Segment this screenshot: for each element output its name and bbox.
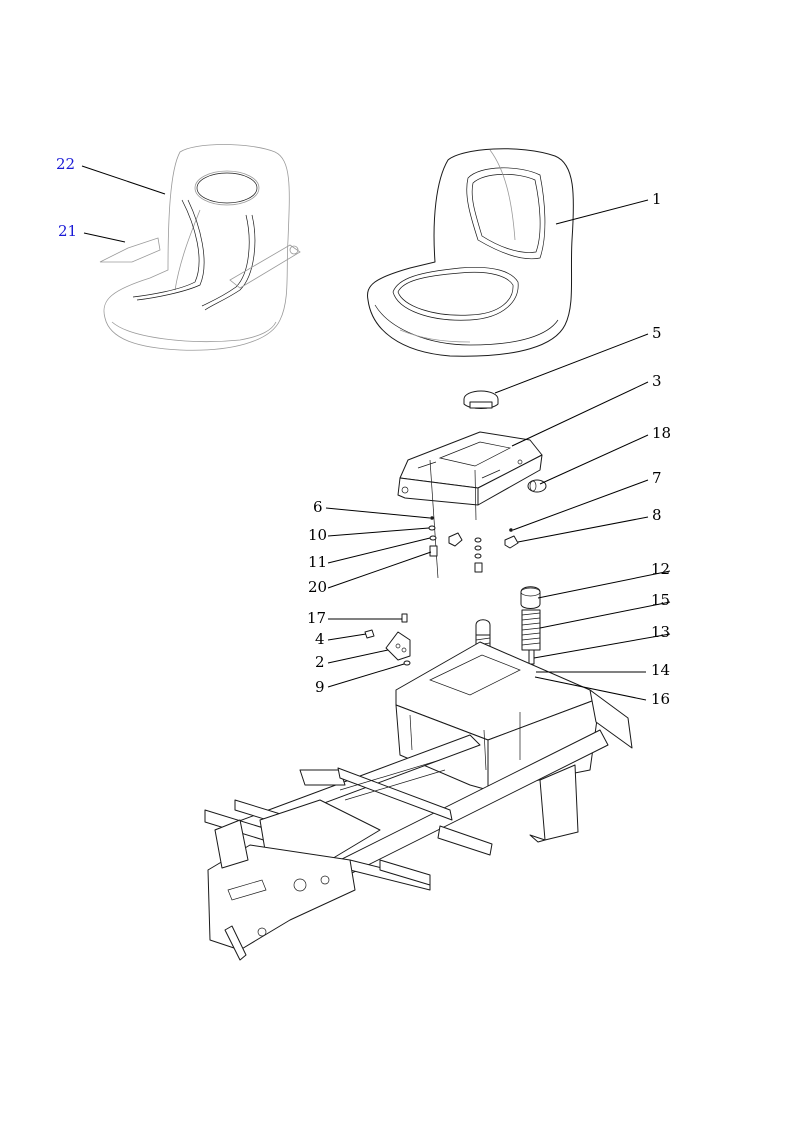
alternate-seat-illustration <box>99 144 301 351</box>
callout-labels: 22 21 1 5 3 18 7 8 6 10 11 20 12 15 13 1… <box>56 155 671 708</box>
leader-10 <box>327 527 430 537</box>
leader-3 <box>511 381 649 447</box>
callout-11: 11 <box>308 553 327 571</box>
leader-5 <box>494 333 649 394</box>
callout-7: 7 <box>652 469 662 487</box>
leader-lines <box>81 165 671 701</box>
callout-14: 14 <box>651 661 670 679</box>
chassis-frame-illustration <box>204 641 633 961</box>
callout-13: 13 <box>651 623 670 641</box>
callout-10: 10 <box>308 526 327 544</box>
leader-7 <box>512 479 649 531</box>
leader-2 <box>327 649 389 664</box>
leader-21 <box>83 232 126 243</box>
callout-9: 9 <box>315 678 325 696</box>
callout-15: 15 <box>651 591 670 609</box>
bumper-spring-assembly <box>520 586 541 678</box>
callout-20: 20 <box>308 578 327 596</box>
callout-8: 8 <box>652 506 662 524</box>
leader-8 <box>517 516 649 543</box>
callout-5: 5 <box>652 324 662 342</box>
callout-16: 16 <box>651 690 670 708</box>
left-hardware-stack <box>428 516 438 557</box>
leader-16 <box>534 676 647 701</box>
leader-4 <box>327 633 367 641</box>
callout-18: 18 <box>652 424 671 442</box>
leader-15 <box>539 601 671 629</box>
callout-21: 21 <box>58 222 77 240</box>
knob-illustration <box>527 479 547 493</box>
callout-17: 17 <box>307 609 326 627</box>
leader-22 <box>81 165 166 195</box>
leader-6 <box>325 507 431 519</box>
callout-4: 4 <box>315 630 325 648</box>
seat-switch-illustration <box>463 390 499 409</box>
leader-1 <box>555 199 649 225</box>
callout-6: 6 <box>313 498 323 516</box>
callout-12: 12 <box>651 560 670 578</box>
bracket-hardware <box>364 613 411 666</box>
callout-3: 3 <box>652 372 662 390</box>
callout-22: 22 <box>56 155 75 173</box>
callout-2: 2 <box>315 653 325 671</box>
center-hardware-stack <box>448 528 519 573</box>
callout-1: 1 <box>652 190 662 208</box>
leader-13 <box>533 633 671 659</box>
leader-20 <box>327 551 432 589</box>
leader-18 <box>539 434 649 485</box>
leader-12 <box>537 570 671 599</box>
leader-11 <box>327 537 431 564</box>
leader-9 <box>327 663 405 688</box>
seat-illustration <box>367 148 574 357</box>
seat-pan-bracket-illustration <box>397 431 543 506</box>
